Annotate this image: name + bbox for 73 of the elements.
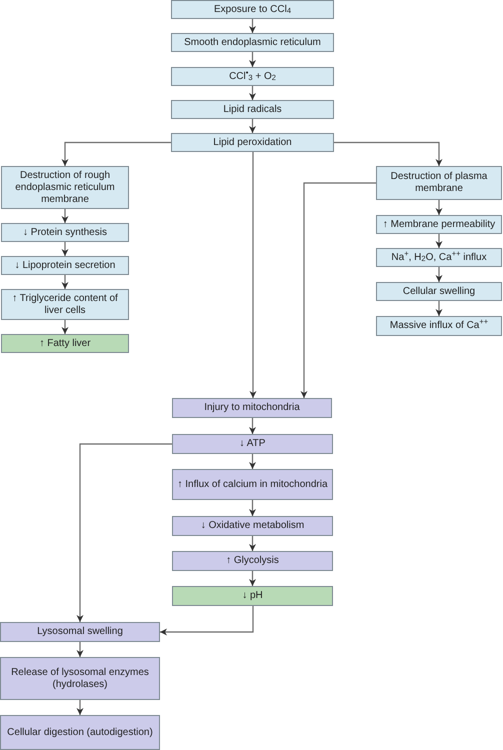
step-text: Destruction of plasma membrane: [390, 171, 488, 195]
arrow: [249, 454, 256, 469]
step-text: Lysosomal swelling: [37, 626, 123, 638]
process-box: [0, 622, 160, 642]
arrow: [249, 571, 256, 586]
process-box: [171, 100, 334, 119]
step-text: Lipid peroxidation: [213, 136, 292, 148]
step-text: ↑ Influx of calcium in mitochondria: [177, 478, 328, 490]
step-text: ↑ Membrane permeability: [382, 218, 496, 230]
process-box: [376, 248, 502, 267]
step-text: Cellular swelling: [402, 286, 476, 298]
arrow: [436, 200, 442, 215]
arrow: [62, 142, 171, 166]
process-box: [172, 586, 333, 606]
arrow: [62, 242, 68, 256]
process-box: [171, 0, 334, 19]
arrow: [76, 700, 84, 715]
step-text: Massive influx of Ca$^{++}$: [390, 320, 488, 332]
arrow: [249, 19, 256, 33]
process-box: [1, 334, 129, 353]
arrow: [62, 209, 68, 223]
step-text: ↓ pH: [242, 590, 263, 602]
arrow: [62, 275, 68, 289]
process-box: [1, 256, 129, 275]
process-box: [376, 215, 502, 234]
arrow: [249, 86, 256, 100]
arrow: [76, 443, 172, 622]
arrow: [62, 320, 68, 334]
step-text: Cellular digestion (autodigestion): [7, 726, 153, 738]
process-box: [172, 551, 333, 571]
arrow: [436, 267, 442, 282]
arrow: [249, 119, 256, 133]
arrow: [250, 152, 256, 398]
arrow: [249, 418, 256, 434]
step-text: ↑ Fatty liver: [39, 338, 91, 350]
process-box: [172, 434, 333, 454]
arrow: [436, 301, 442, 316]
process-box: [171, 33, 334, 52]
process-box: [376, 316, 502, 336]
arrow: [300, 182, 376, 398]
process-box: [171, 133, 334, 152]
arrow: [249, 500, 256, 516]
step-text: Na$^{+}$, H$_{2}$O, Ca$^{++}$ influx: [391, 252, 487, 264]
step-text: ↑ Glycolysis: [226, 555, 279, 567]
arrow: [249, 52, 256, 67]
process-box: [0, 715, 160, 750]
step-text: ↓ Protein synthesis: [23, 226, 107, 238]
process-box: [1, 289, 129, 320]
process-box: [1, 166, 129, 209]
step-text: ↓ Oxidative metabolism: [200, 520, 304, 532]
process-box: [376, 282, 502, 301]
step-text: ↓ Lipoprotein secretion: [14, 260, 116, 272]
step-text: Lipid radicals: [223, 104, 282, 116]
step-text: CCl$^{•}$$_{3}$ + O$_{2}$: [229, 70, 276, 82]
process-box: [172, 398, 332, 418]
arrow: [160, 606, 254, 636]
step-text: Smooth endoplasmic reticulum: [184, 36, 321, 48]
process-box: [1, 223, 129, 242]
arrow: [334, 142, 442, 166]
step-text: Injury to mitochondria: [204, 402, 300, 414]
arrow: [249, 536, 256, 551]
arrow: [76, 642, 84, 657]
step-text: ↓ ATP: [240, 438, 266, 450]
step-text: Exposure to CCl$_{4}$: [214, 4, 291, 16]
step-text: Destruction of rough endoplasmic reticulum membrane: [14, 170, 116, 206]
process-box: [0, 657, 160, 700]
process-box: [172, 469, 333, 500]
process-box: [376, 166, 502, 200]
process-box: [172, 516, 333, 536]
arrow: [436, 234, 442, 248]
step-text: Release of lysosomal enzymes (hydrolases): [10, 666, 150, 690]
step-text: ↑ Triglyceride content of liver cells: [11, 292, 119, 316]
process-box: [171, 67, 334, 86]
